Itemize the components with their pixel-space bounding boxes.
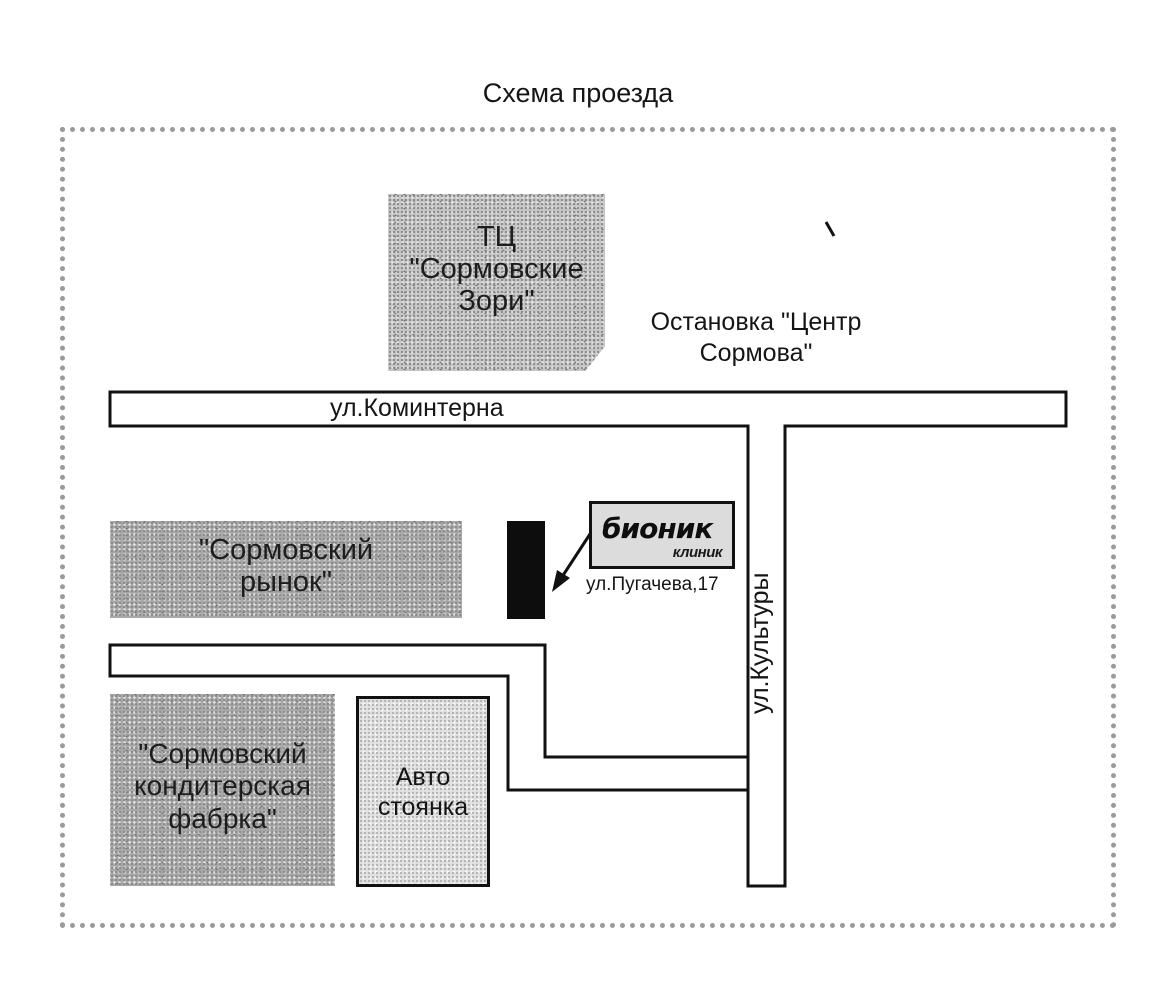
parking-label: Авто стоянка (377, 763, 469, 821)
street-komintern-label: ул.Коминтерна (330, 394, 504, 422)
mall-label: ТЦ "Сормовские Зори" (409, 221, 584, 317)
stray-mark (824, 221, 836, 237)
clinic-building (507, 521, 545, 619)
logo-sub-text: клиник (672, 544, 723, 561)
clinic-address: ул.Пугачева,17 (586, 574, 719, 595)
street-kultury-label: ул.Культуры (745, 572, 774, 714)
map-frame (60, 127, 1116, 928)
bus-stop-label: Остановка "Центр Сормова" (650, 308, 862, 367)
pointer-arrow-head (552, 570, 570, 592)
clinic-logo: бионик клиник (589, 501, 735, 569)
mall-block (388, 194, 605, 371)
road-komintern-kultury (108, 390, 1068, 888)
market-label: "Сормовский рынок" (198, 534, 374, 598)
logo-main-text: бионик (602, 512, 713, 545)
factory-label: "Сормовский кондитерская фабрка" (134, 738, 311, 834)
market-block (110, 521, 462, 618)
parking-block (356, 696, 490, 887)
pointer-arrow-line (558, 530, 594, 581)
road-driveway (108, 643, 750, 792)
factory-block (110, 694, 335, 886)
map-title: Схема проезда (482, 78, 674, 108)
